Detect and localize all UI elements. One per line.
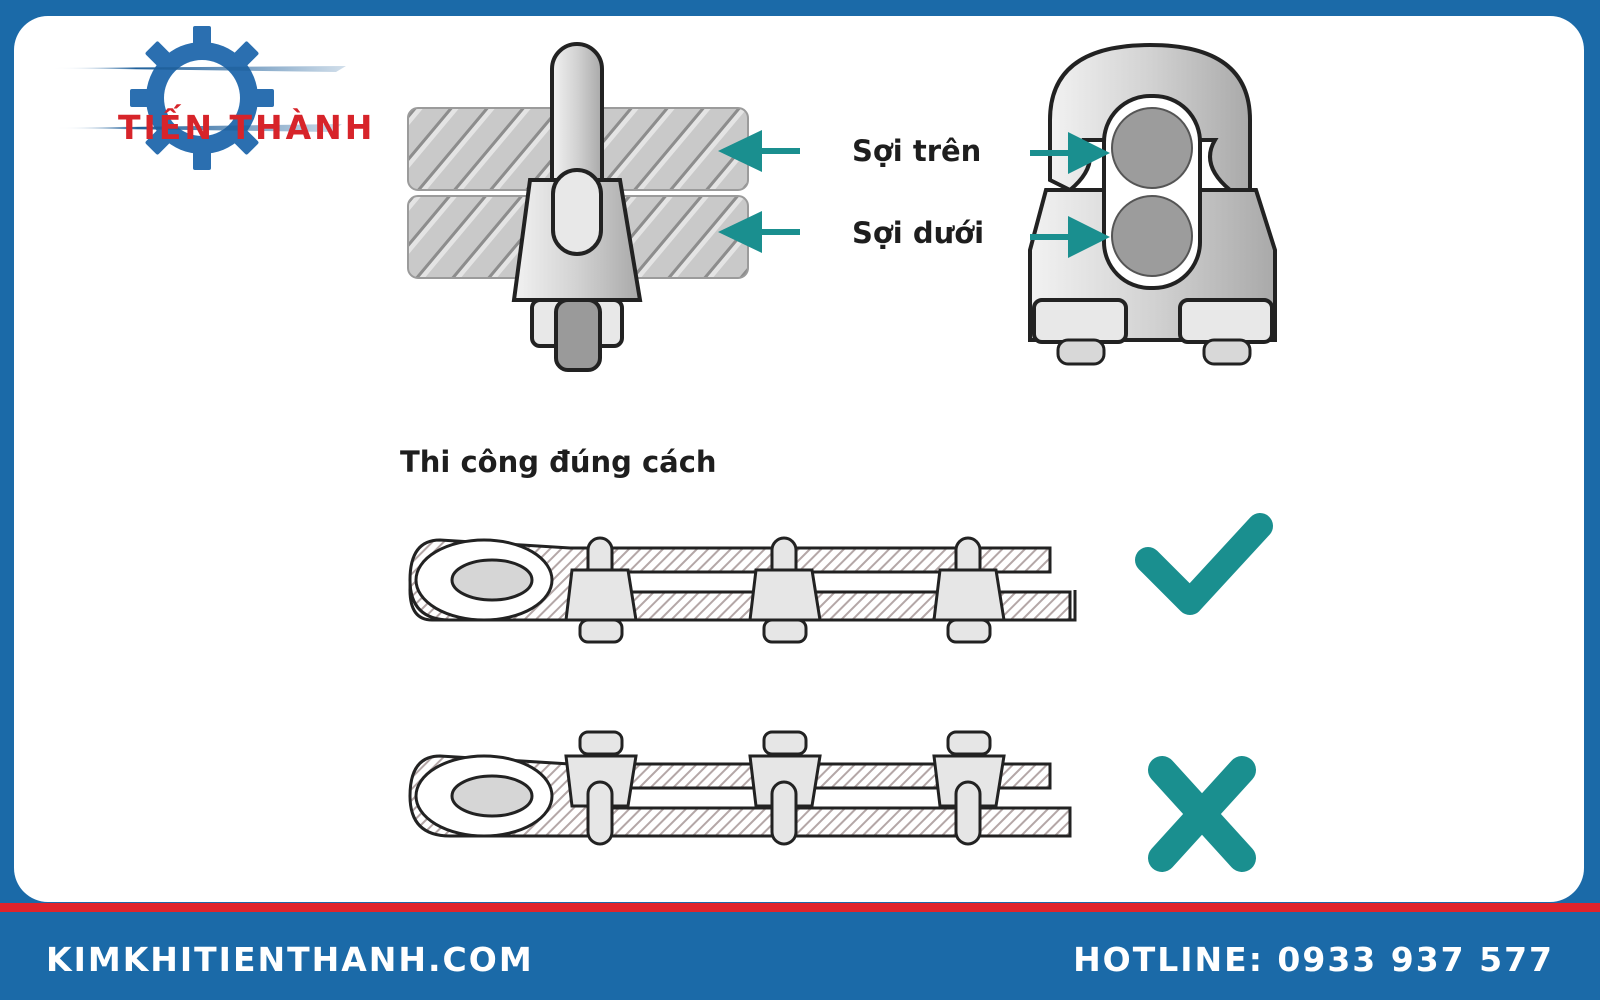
logo: TIẾN THÀNH: [36, 26, 372, 176]
gear-icon: [46, 26, 346, 170]
section-title: Thi công đúng cách: [400, 445, 717, 479]
footer-divider: [0, 903, 1600, 912]
clip: [564, 730, 638, 846]
correct-assembly: [408, 536, 1077, 644]
check-icon: [1135, 513, 1273, 615]
label-bottom-strand: Sợi dưới: [852, 216, 985, 250]
arrow-icon: [1030, 132, 1110, 258]
rope-side-view: [407, 42, 749, 372]
arrow-icon: [718, 130, 800, 253]
website-link[interactable]: KIMKHITIENTHANH.COM: [46, 940, 534, 979]
cross-icon: [1148, 756, 1256, 872]
clip: [932, 730, 1006, 846]
wrong-assembly: [408, 730, 1072, 846]
logo-text: TIẾN THÀNH: [118, 108, 376, 147]
clip: [564, 536, 638, 644]
clip: [748, 730, 822, 846]
clip: [748, 536, 822, 644]
hotline-text: HOTLINE: 0933 937 577: [1073, 940, 1554, 979]
label-top-strand: Sợi trên: [852, 134, 982, 168]
clip-cross-section: [1028, 42, 1277, 366]
clip: [932, 536, 1006, 644]
